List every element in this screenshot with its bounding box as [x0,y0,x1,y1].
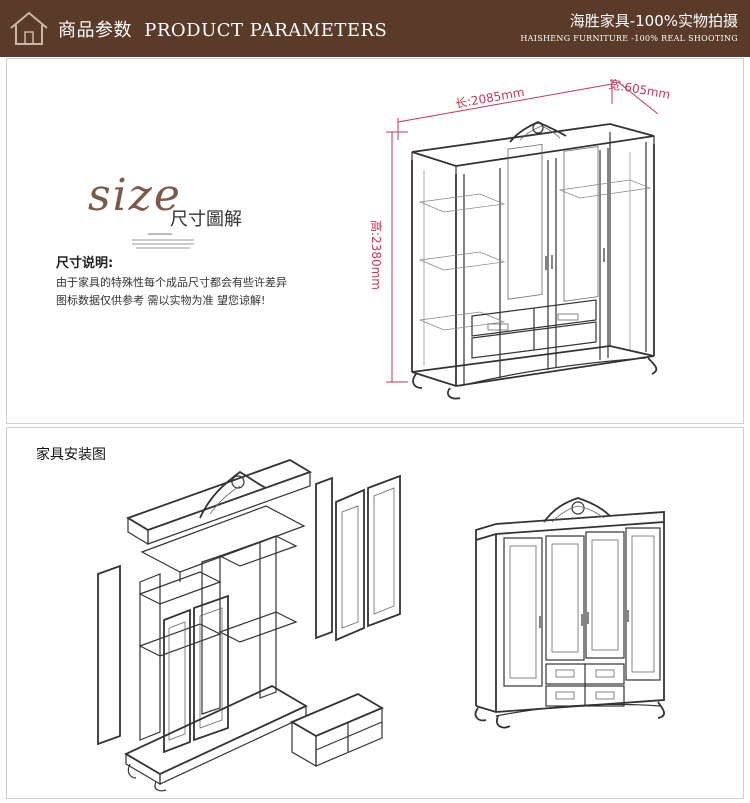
install-panel [6,427,744,799]
size-panel [6,58,744,424]
length-label: 长:2085mm [454,85,525,111]
size-script-heading: size [88,170,182,221]
brand-en: HAISHENG FURNITURE -100% REAL SHOOTING [520,34,738,43]
wardrobe-dimension-drawing: 长:2085mm 宽:605mm 高:2380mm [369,76,671,400]
brand-cn: 海胜家具-100%实物拍摄 [569,12,738,30]
home-icon [10,11,48,45]
install-title: 家具安装图 [36,447,106,463]
exploded-assembly-drawing [97,459,401,792]
height-label: 高:2380mm [369,220,384,290]
title-en: PRODUCT PARAMETERS [144,20,388,41]
brand-block: 海胜家具-100%实物拍摄 HAISHENG FURNITURE -100% R… [520,10,738,43]
assembled-wardrobe-drawing [474,497,665,729]
note-line-2: 图标数据仅供参考 需以实物为准 望您谅解! [56,294,266,307]
decorative-lines [128,232,198,257]
note-text: 由于家具的特殊性每个成品尺寸都会有些许差异 图标数据仅供参考 需以实物为准 望您… [56,274,316,310]
size-cn-heading: 尺寸圖解 [170,209,242,230]
title-cn: 商品参数 [58,20,132,41]
width-label: 宽:605mm [607,76,671,102]
note-line-1: 由于家具的特殊性每个成品尺寸都会有些许差异 [56,276,287,289]
section-title: 商品参数 PRODUCT PARAMETERS [58,16,387,42]
note-title: 尺寸说明: [56,256,114,271]
page-header: 商品参数 PRODUCT PARAMETERS 海胜家具-100%实物拍摄 HA… [0,0,750,57]
